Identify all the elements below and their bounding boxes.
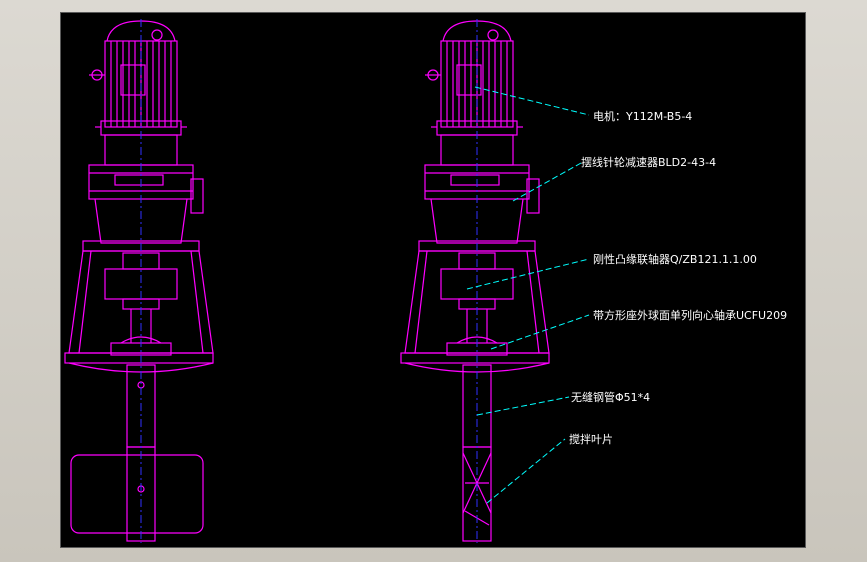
shaft-left [70, 309, 204, 542]
leader-blade [486, 438, 566, 504]
frame-right [400, 250, 550, 373]
label-reducer: 摆线针轮减速器BLD2-43-4 [581, 155, 716, 169]
leader-pipe [476, 396, 570, 416]
label-blade: 搅拌叶片 [569, 432, 613, 446]
drawing-canvas: 电机：Y112M-B5-4 摆线针轮减速器BLD2-43-4 刚性凸缘联轴器Q/… [60, 12, 806, 548]
leader-reducer [512, 162, 582, 202]
label-pipe: 无缝钢管Φ51*4 [571, 390, 650, 404]
motor-left [89, 20, 187, 136]
frame-left [64, 250, 214, 373]
reducer-left [82, 134, 204, 252]
leader-bearing [490, 314, 590, 350]
label-coupling: 刚性凸缘联轴器Q/ZB121.1.1.00 [593, 252, 757, 266]
leader-lines [466, 86, 590, 504]
reducer-right [418, 134, 540, 252]
motor-right [425, 20, 523, 136]
label-motor: 电机：Y112M-B5-4 [593, 109, 692, 123]
leader-motor [474, 86, 590, 116]
right-view [400, 20, 550, 542]
cad-drawing: 电机：Y112M-B5-4 摆线针轮减速器BLD2-43-4 刚性凸缘联轴器Q/… [64, 19, 787, 543]
leader-coupling [466, 258, 590, 290]
label-bearing: 带方形座外球面单列向心轴承UCFU209 [593, 308, 787, 322]
left-view [64, 20, 214, 542]
